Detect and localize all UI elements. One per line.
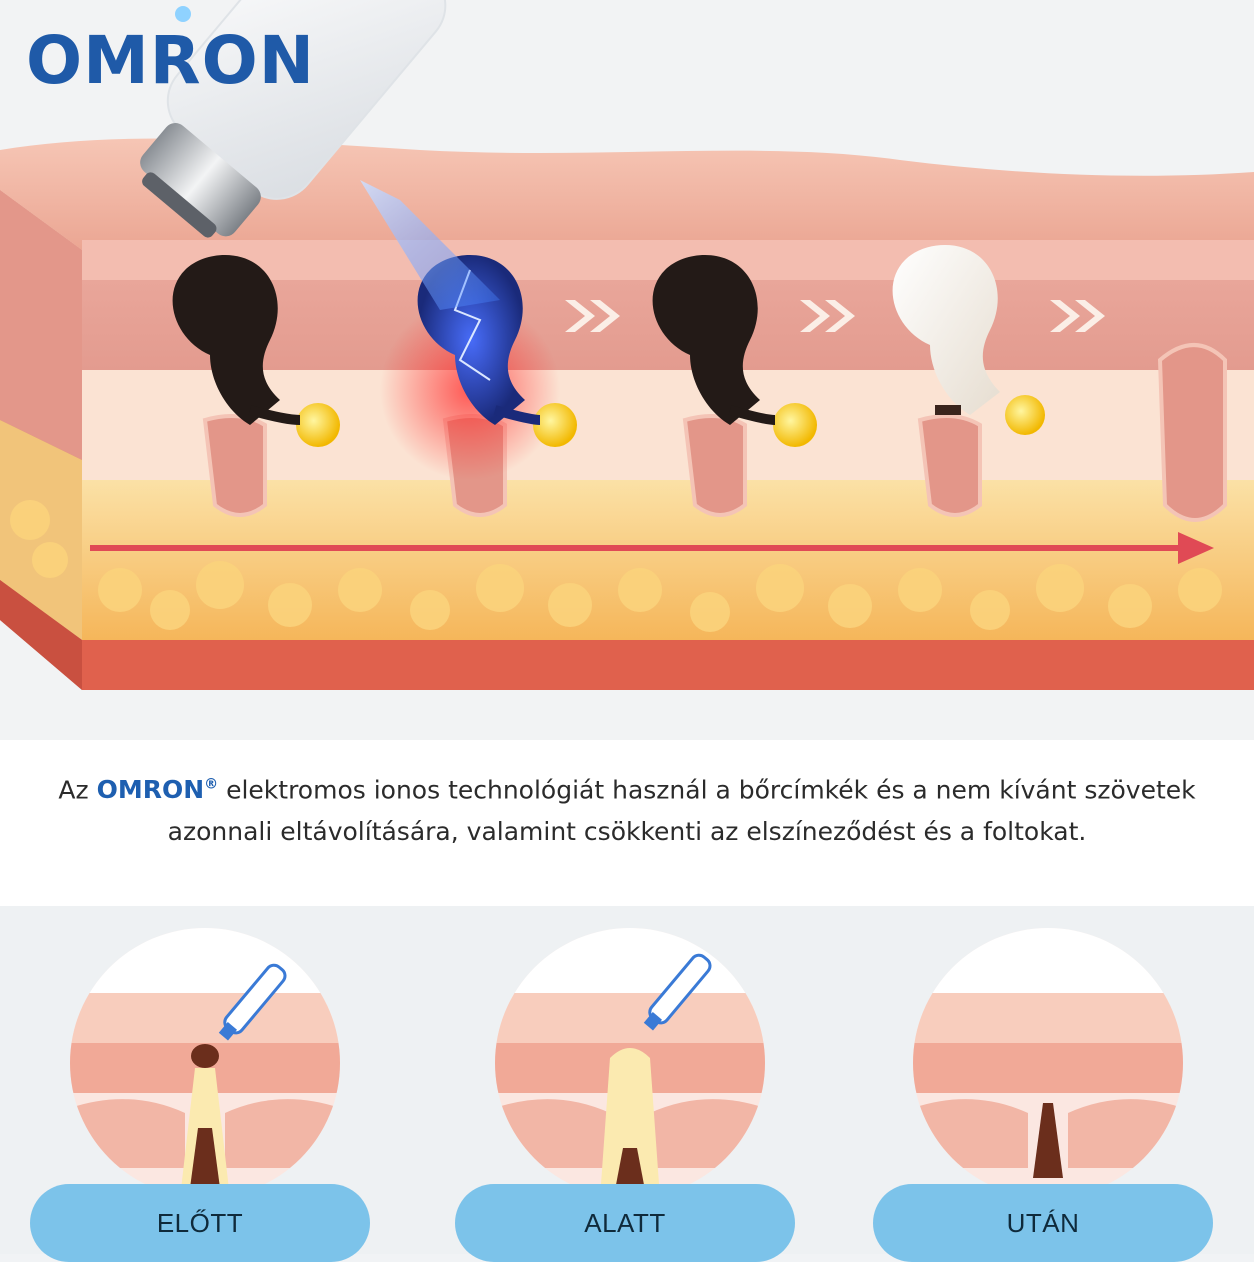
after-illustration xyxy=(913,928,1183,1198)
registered-mark: ® xyxy=(204,777,219,793)
before-illustration xyxy=(70,928,340,1198)
stage-during: ALATT xyxy=(455,928,795,1262)
during-label-pill: ALATT xyxy=(455,1184,795,1262)
after-label-pill: UTÁN xyxy=(873,1184,1213,1262)
description-text: Az OMRON® elektromos ionos technológiát … xyxy=(30,764,1224,853)
omron-logo: OMRON xyxy=(26,22,315,99)
skin-diagram xyxy=(0,0,1254,690)
caption-line1-rest: elektromos ionos technológiát használ a … xyxy=(226,775,1196,805)
skin-cross-section-illustration: OMRON xyxy=(0,0,1254,690)
during-illustration xyxy=(495,928,765,1198)
stage-after: UTÁN xyxy=(873,928,1213,1262)
caption-brand-name: OMRON xyxy=(96,775,205,805)
before-label-pill: ELŐTT xyxy=(30,1184,370,1262)
before-skin-icon xyxy=(70,928,340,1198)
during-skin-icon xyxy=(495,928,765,1198)
after-skin-icon xyxy=(913,928,1183,1198)
caption-prefix: Az xyxy=(58,775,89,805)
stage-before: ELŐTT xyxy=(30,928,370,1262)
description-caption: Az OMRON® elektromos ionos technológiát … xyxy=(0,740,1254,906)
caption-brand: OMRON® xyxy=(97,775,219,804)
caption-line2: azonnali eltávolítására, valamint csökke… xyxy=(167,817,1087,847)
stage-comparison: ELŐTT ALATT xyxy=(0,906,1254,1262)
